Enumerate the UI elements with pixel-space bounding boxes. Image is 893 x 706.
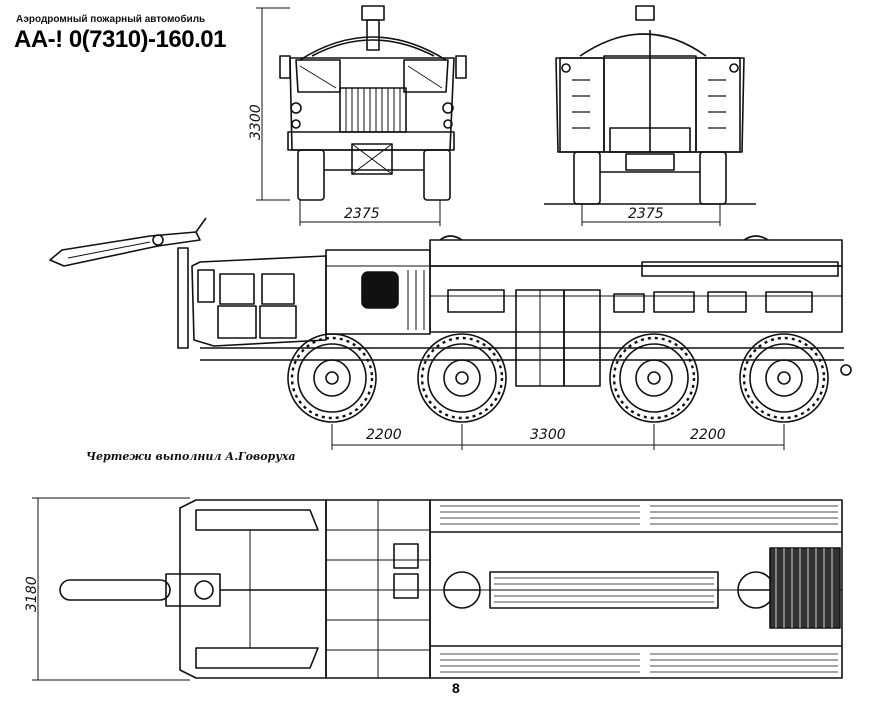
rear-view bbox=[544, 5, 756, 226]
axle-gap-3-dimension: 2200 bbox=[690, 427, 726, 443]
top-view bbox=[32, 497, 843, 681]
height-dimension: 3300 bbox=[248, 104, 264, 140]
drawing-credit: Чертежи выполнил А.Говоруха bbox=[86, 450, 296, 463]
rear-track-dimension: 2375 bbox=[628, 206, 664, 222]
side-view bbox=[49, 217, 852, 450]
page-number: 8 bbox=[452, 680, 460, 696]
drawing-subtitle: Аэродромный пожарный автомобиль bbox=[16, 14, 206, 25]
axle-gap-1-dimension: 2200 bbox=[366, 427, 402, 443]
front-view bbox=[256, 5, 467, 226]
front-track-dimension: 2375 bbox=[344, 206, 380, 222]
axle-gap-2-dimension: 3300 bbox=[530, 427, 566, 443]
width-dimension: 3180 bbox=[24, 576, 40, 612]
drawing-title: АА-! 0(7310)-160.01 bbox=[14, 26, 226, 53]
